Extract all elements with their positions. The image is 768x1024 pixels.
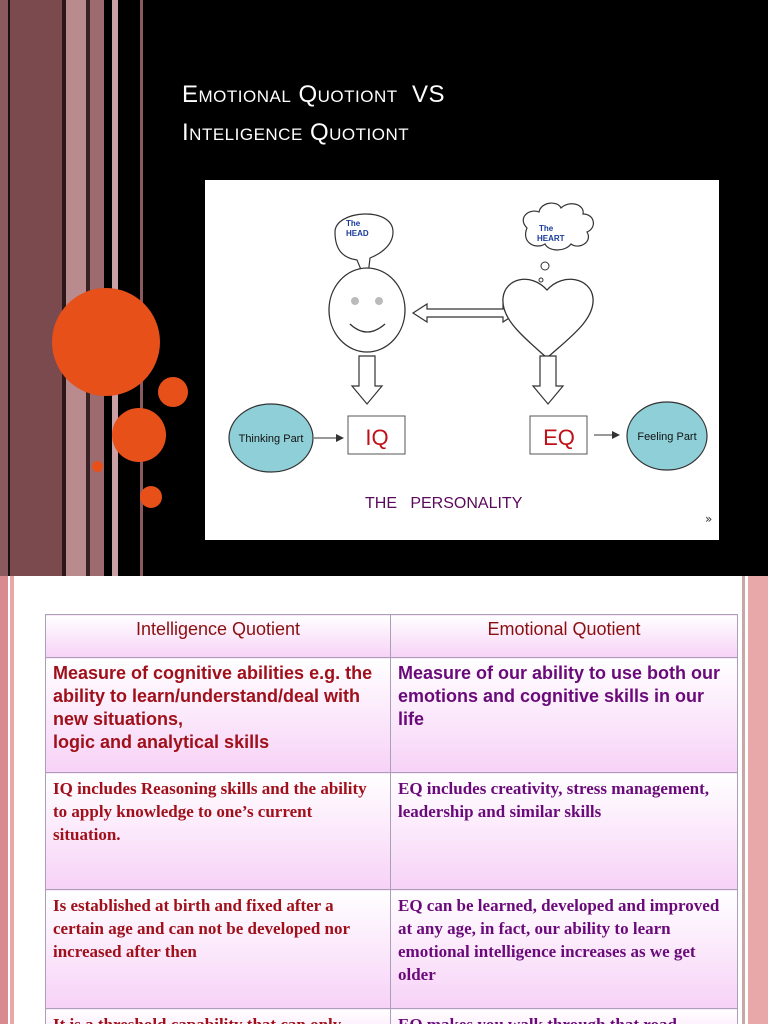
slide-title: Emotional Quotiont VS Inteligence Quotio… <box>182 76 742 152</box>
personality-diagram-svg: The HEAD The HEART <box>228 202 712 526</box>
iq-label: IQ <box>365 425 388 450</box>
eq-cell-includes: EQ includes creativity, stress managemen… <box>390 772 738 890</box>
down-arrow-head-icon <box>350 355 384 405</box>
iq-box <box>347 415 406 455</box>
decorative-stripes <box>0 0 150 576</box>
smiley-face-icon <box>328 267 406 353</box>
iq-cell-definition: Measure of cognitive abilities e.g. the … <box>45 657 391 773</box>
table-row: It is a threshold capability that can on… <box>45 1008 738 1024</box>
eq-box <box>529 415 588 455</box>
thinking-part-node <box>228 403 314 473</box>
head-speech-bubble: The HEAD <box>334 213 394 287</box>
iq-definition-text: Measure of cognitive abilities e.g. the … <box>53 663 373 752</box>
feeling-part-node <box>626 401 708 471</box>
slide-emotional-vs-intelligence: Emotional Quotiont VS Inteligence Quotio… <box>0 0 768 576</box>
table-row: Is established at birth and fixed after … <box>45 889 738 1009</box>
next-slide-icon[interactable]: » <box>705 512 712 526</box>
eq-definition-text: Measure of our ability to use both our e… <box>398 663 721 729</box>
eq-cell-road: EQ makes you walk through that road <box>390 1008 738 1024</box>
slide-title-line1: Emotional Quotiont VS <box>182 81 445 108</box>
decor-circle-small <box>158 377 188 407</box>
comparison-table: Intelligence Quotient Emotional Quotient… <box>45 614 738 1024</box>
heart-bubble-line1: The <box>539 224 554 233</box>
slide-comparison-table: Intelligence Quotient Emotional Quotient… <box>0 576 768 1024</box>
header-emotional-quotient: Emotional Quotient <box>390 614 738 658</box>
head-bubble-line2: HEAD <box>346 229 369 238</box>
decorative-bar-left <box>0 576 18 1024</box>
down-arrow-heart-icon <box>531 355 565 405</box>
table-header-row: Intelligence Quotient Emotional Quotient <box>45 614 738 658</box>
decor-circle-tiny <box>92 461 103 472</box>
decor-circle-small-bottom <box>140 486 162 508</box>
decor-circle-medium <box>112 408 166 462</box>
iq-cell-includes: IQ includes Reasoning skills and the abi… <box>45 772 391 890</box>
heart-bubble-line2: HEART <box>537 234 565 243</box>
eq-cell-definition: Measure of our ability to use both our e… <box>390 657 738 773</box>
double-arrow-icon <box>411 302 519 324</box>
decorative-bar-right <box>736 576 768 1024</box>
slide-title-line2: Inteligence Quotiont <box>182 119 410 146</box>
table-row: Measure of cognitive abilities e.g. the … <box>45 657 738 773</box>
personality-diagram: The HEAD The HEART <box>205 180 719 540</box>
iq-cell-established: Is established at birth and fixed after … <box>45 889 391 1009</box>
heart-icon <box>502 278 594 359</box>
head-bubble-line1: The <box>346 219 361 228</box>
heart-thought-cloud: The HEART <box>522 202 594 283</box>
feeling-part-label: Feeling Part <box>637 431 696 443</box>
decor-circle-large <box>52 288 160 396</box>
personality-caption: THE PERSONALITY <box>365 495 523 512</box>
table-row: IQ includes Reasoning skills and the abi… <box>45 772 738 890</box>
header-intelligence-quotient: Intelligence Quotient <box>45 614 391 658</box>
thinking-part-label: Thinking Part <box>239 433 304 445</box>
eq-label: EQ <box>543 425 575 450</box>
eq-cell-learned: EQ can be learned, developed and improve… <box>390 889 738 1009</box>
iq-cell-threshold: It is a threshold capability that can on… <box>45 1008 391 1024</box>
